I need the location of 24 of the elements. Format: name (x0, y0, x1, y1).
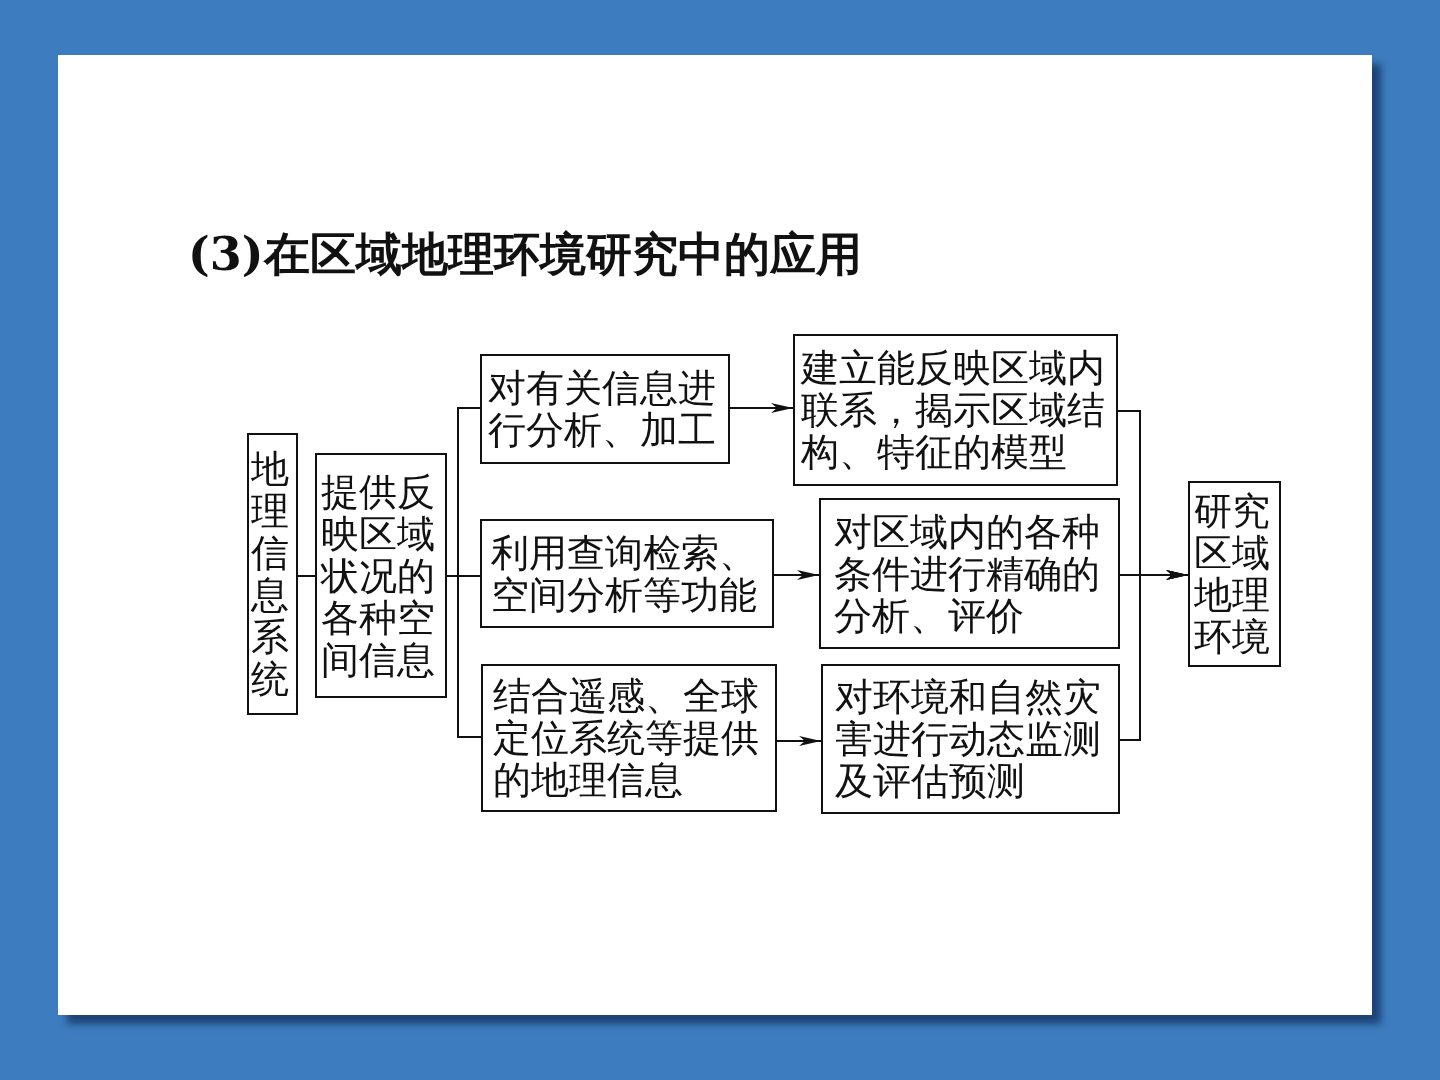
step-text: 研究区域地理环境 (1193, 490, 1271, 658)
process-box (793, 334, 1118, 486)
process-box (315, 453, 447, 698)
connector-line (297, 575, 316, 577)
process-box (821, 664, 1120, 814)
step-text: 地理信息系统 (250, 448, 290, 700)
step-text: 建立能反映区域内联系，揭示区域结构、特征的模型 (800, 347, 1106, 473)
step-text: 结合遥感、全球定位系统等提供的地理信息 (493, 675, 760, 801)
arrow (729, 403, 794, 413)
process-box (480, 354, 730, 464)
step-text: 对环境和自然灾害进行动态监测及评估预测 (834, 676, 1102, 802)
process-box (1188, 481, 1281, 667)
step-text: 对区域内的各种条件进行精确的分析、评价 (833, 510, 1101, 637)
process-box (481, 664, 777, 812)
arrow (773, 570, 820, 580)
arrow (776, 736, 822, 746)
connector-line (446, 575, 482, 738)
step-text: 利用查询检索、空间分析等功能 (491, 531, 758, 616)
process-box (819, 498, 1120, 649)
step-text: 提供反映区域状况的各种空间信息 (321, 470, 436, 681)
process-box (480, 519, 774, 628)
step-text: 对有关信息进行分析、加工 (488, 367, 717, 451)
process-box (247, 433, 298, 715)
slide-title: (3)在区域地理环境研究中的应用 (188, 226, 862, 282)
